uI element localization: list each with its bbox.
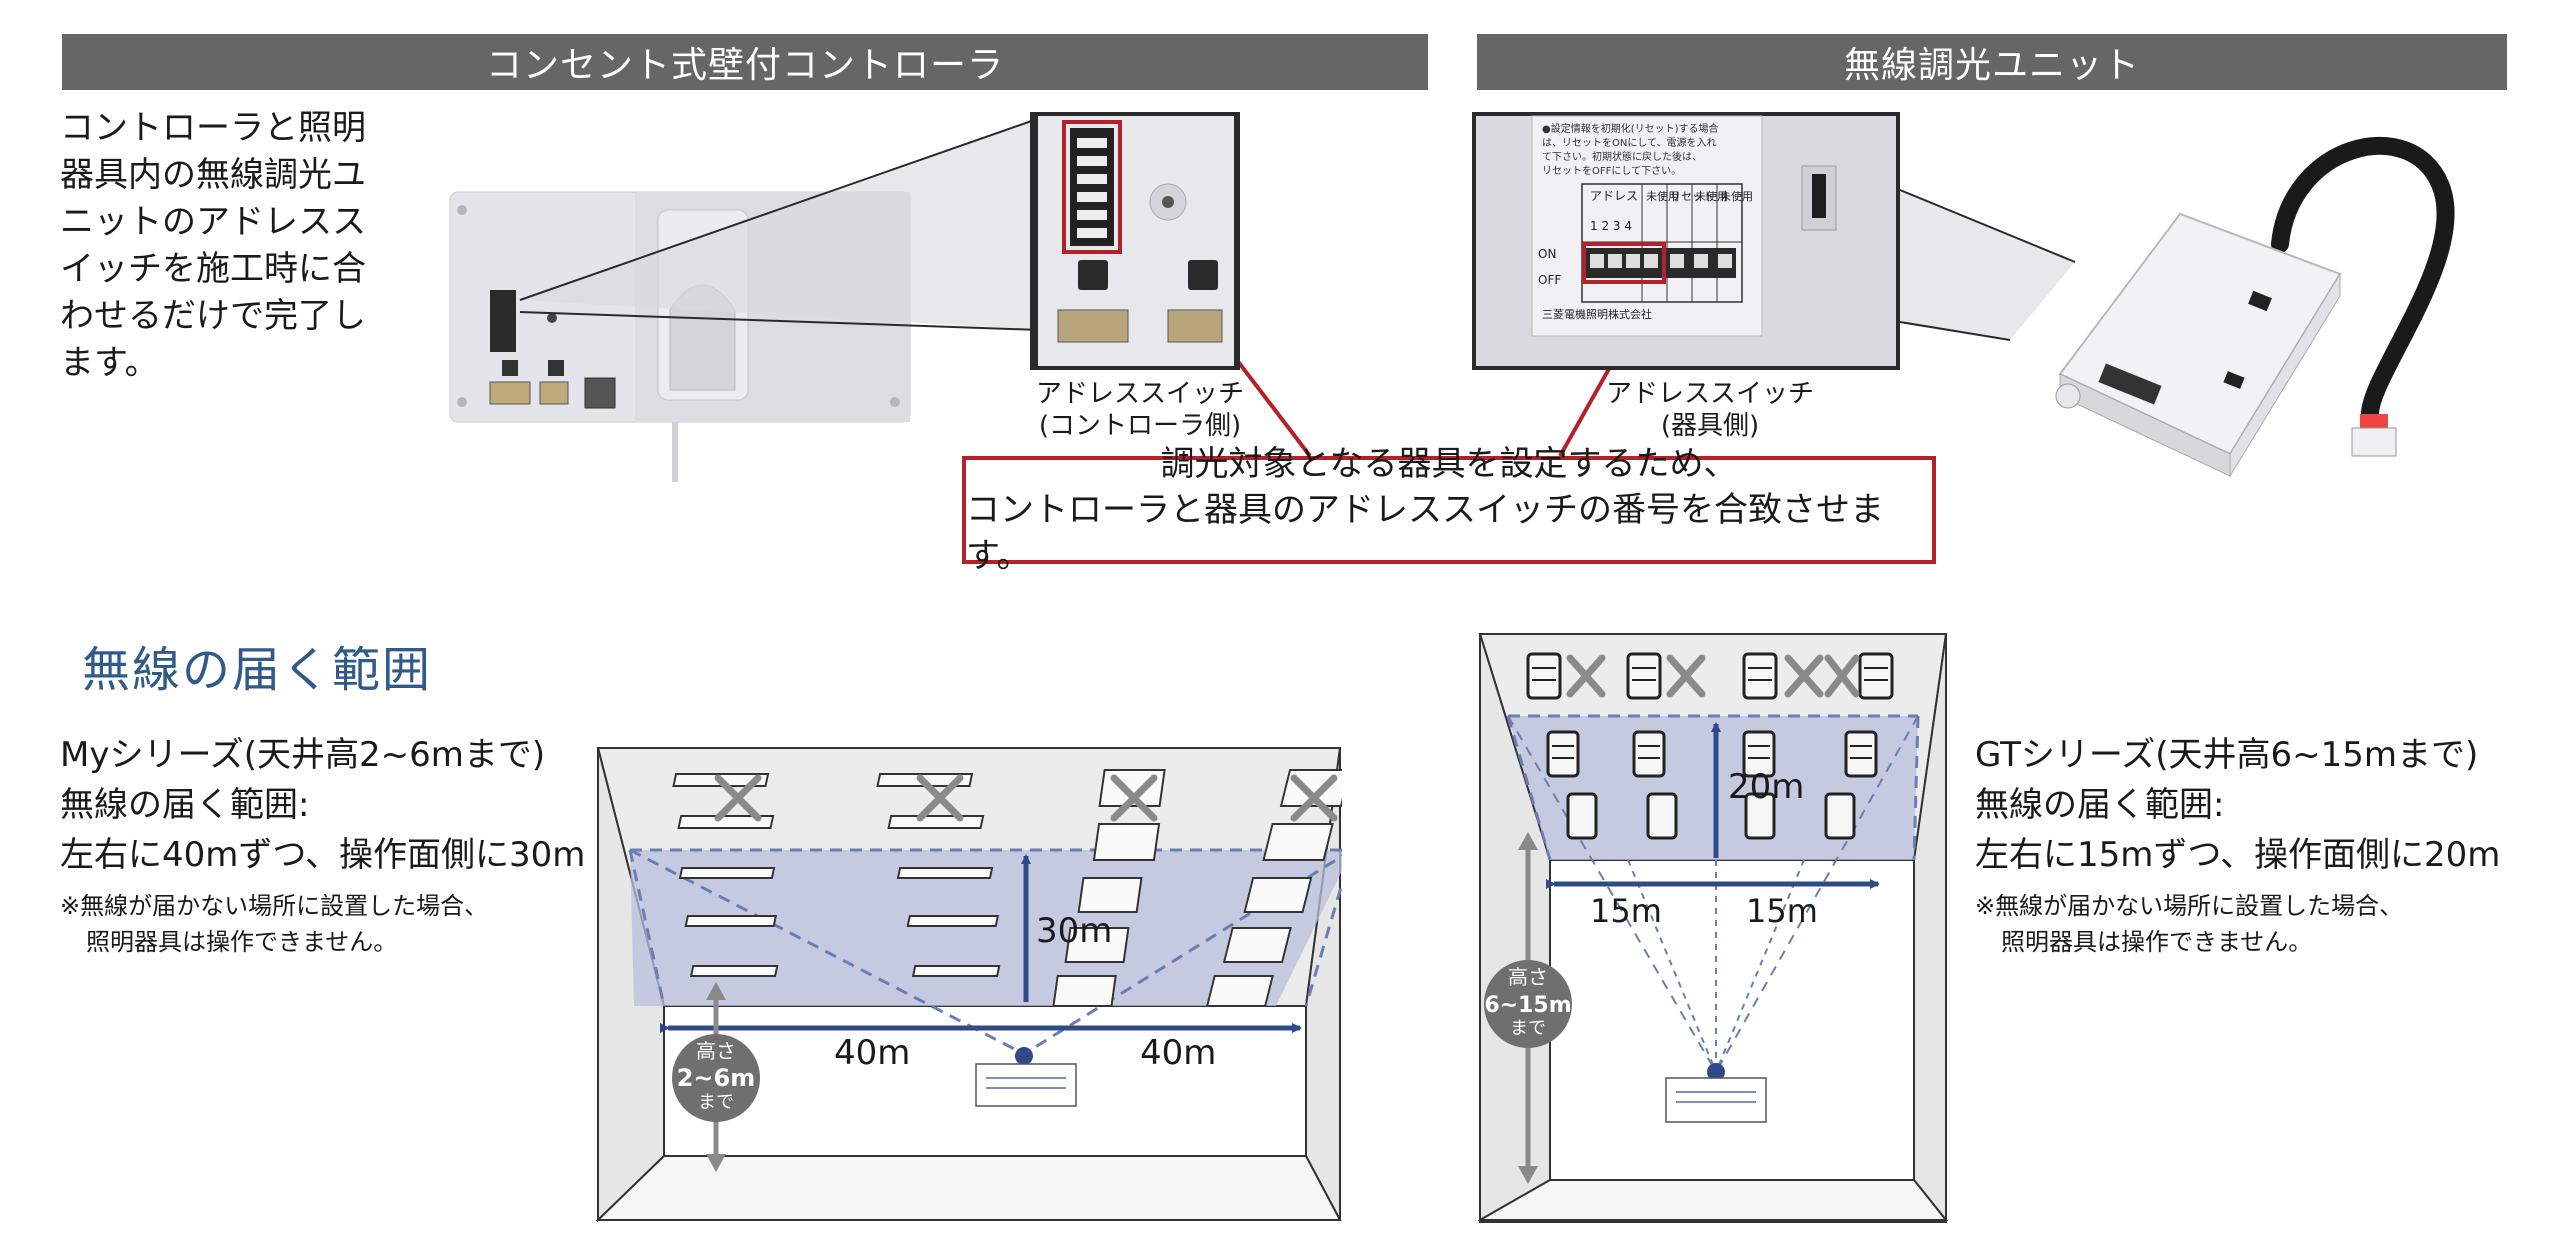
- dist-front-label: 30m: [1036, 911, 1112, 951]
- section-title: 無線の届く範囲: [82, 642, 433, 698]
- unit-on-label: ON: [1538, 247, 1556, 261]
- unit-header-unused: 未使用: [1720, 190, 1753, 203]
- unit-off-label: OFF: [1538, 273, 1561, 287]
- height-badge-bottom: まで: [698, 1092, 734, 1113]
- callout-line: 調光対象となる器具を設定するため、: [1160, 444, 1738, 484]
- height-badge-top: 高さ: [696, 1039, 736, 1063]
- header-dimming-unit: 無線調光ユニット: [1477, 34, 2507, 90]
- unit-fine-print: リセットをOFFにして下さい。: [1542, 165, 1681, 177]
- address-callout: 調光対象となる器具を設定するため、 コントローラと器具のアドレススイッチの番号を…: [962, 444, 1936, 576]
- my-series-line: Myシリーズ(天井高2~6mまで): [60, 735, 546, 775]
- height-badge-value: 2~6m: [677, 1064, 756, 1092]
- gt-series-line: GTシリーズ(天井高6~15mまで): [1975, 735, 2479, 775]
- gt-series-range-diagram: 20m 15m 15m 高さ 6~15m まで: [1478, 633, 1948, 1223]
- caption-line: (器具側): [1660, 411, 1760, 441]
- note-line: ※無線が届かない場所に設置した場合、: [1975, 892, 2404, 920]
- dist-front-label: 20m: [1728, 767, 1804, 807]
- my-series-text: Myシリーズ(天井高2~6mまで) 無線の届く範囲: 左右に40mずつ、操作面側…: [60, 730, 585, 880]
- controller-zoom-photo: [1030, 112, 1240, 370]
- gt-series-note: ※無線が届かない場所に設置した場合、 照明器具は操作できません。: [1975, 888, 2403, 960]
- my-series-line: 無線の届く範囲:: [60, 785, 310, 825]
- gt-series-line: 左右に15mずつ、操作面側に20m: [1975, 835, 2501, 875]
- dimming-unit-photo: [2055, 136, 2455, 478]
- header-controller: コンセント式壁付コントローラ: [62, 34, 1428, 90]
- unit-fine-print: ●設定情報を初期化(リセット)する場合: [1542, 122, 1719, 135]
- unit-fine-print: は、リセットをONにして、電源を入れ: [1542, 136, 1717, 149]
- unit-maker-label: 三菱電機照明株式会社: [1542, 307, 1652, 321]
- note-line: 照明器具は操作できません。: [86, 928, 398, 956]
- caption-line: (コントローラ側): [1038, 411, 1242, 441]
- unit-header-address: アドレス: [1590, 189, 1638, 203]
- height-badge-top: 高さ: [1508, 965, 1548, 989]
- note-line: ※無線が届かない場所に設置した場合、: [60, 892, 489, 920]
- unit-zoom-photo: ●設定情報を初期化(リセット)する場合 は、リセットをONにして、電源を入れ て…: [1472, 112, 1900, 370]
- my-series-note: ※無線が届かない場所に設置した場合、 照明器具は操作できません。: [60, 888, 488, 960]
- my-series-line: 左右に40mずつ、操作面側に30m: [60, 835, 586, 875]
- note-line: 照明器具は操作できません。: [2001, 928, 2313, 956]
- dist-right-label: 15m: [1746, 892, 1818, 930]
- unit-header-unused: 未使用: [1695, 190, 1728, 203]
- dist-left-label: 15m: [1590, 892, 1662, 930]
- caption-controller-side: アドレススイッチ (コントローラ側): [1010, 378, 1270, 442]
- callout-line: コントローラと器具のアドレススイッチの番号を合致させます。: [966, 490, 1884, 576]
- caption-fixture-side: アドレススイッチ (器具側): [1580, 378, 1840, 442]
- unit-header-reset: リセット: [1670, 190, 1714, 203]
- gt-series-line: 無線の届く範囲:: [1975, 785, 2225, 825]
- caption-line: アドレススイッチ: [1605, 379, 1814, 409]
- unit-switch-numbers: 1 2 3 4: [1590, 219, 1632, 233]
- dist-left-label: 40m: [834, 1033, 910, 1073]
- gt-series-text: GTシリーズ(天井高6~15mまで) 無線の届く範囲: 左右に15mずつ、操作面…: [1975, 730, 2500, 880]
- height-badge-bottom: まで: [1510, 1018, 1546, 1039]
- height-badge-value: 6~15m: [1484, 993, 1571, 1018]
- my-series-range-diagram: 30m 40m 40m 高さ 2~6m まで: [596, 747, 1342, 1222]
- unit-fine-print: て下さい。初期状態に戻した後は、: [1542, 150, 1702, 163]
- dist-right-label: 40m: [1140, 1033, 1216, 1073]
- intro-text: コントローラと照明器具内の無線調光ユニットのアドレススイッチを施工時に合わせるだ…: [60, 108, 366, 383]
- caption-line: アドレススイッチ: [1035, 379, 1244, 409]
- unit-header-unused: 未使用: [1646, 190, 1679, 203]
